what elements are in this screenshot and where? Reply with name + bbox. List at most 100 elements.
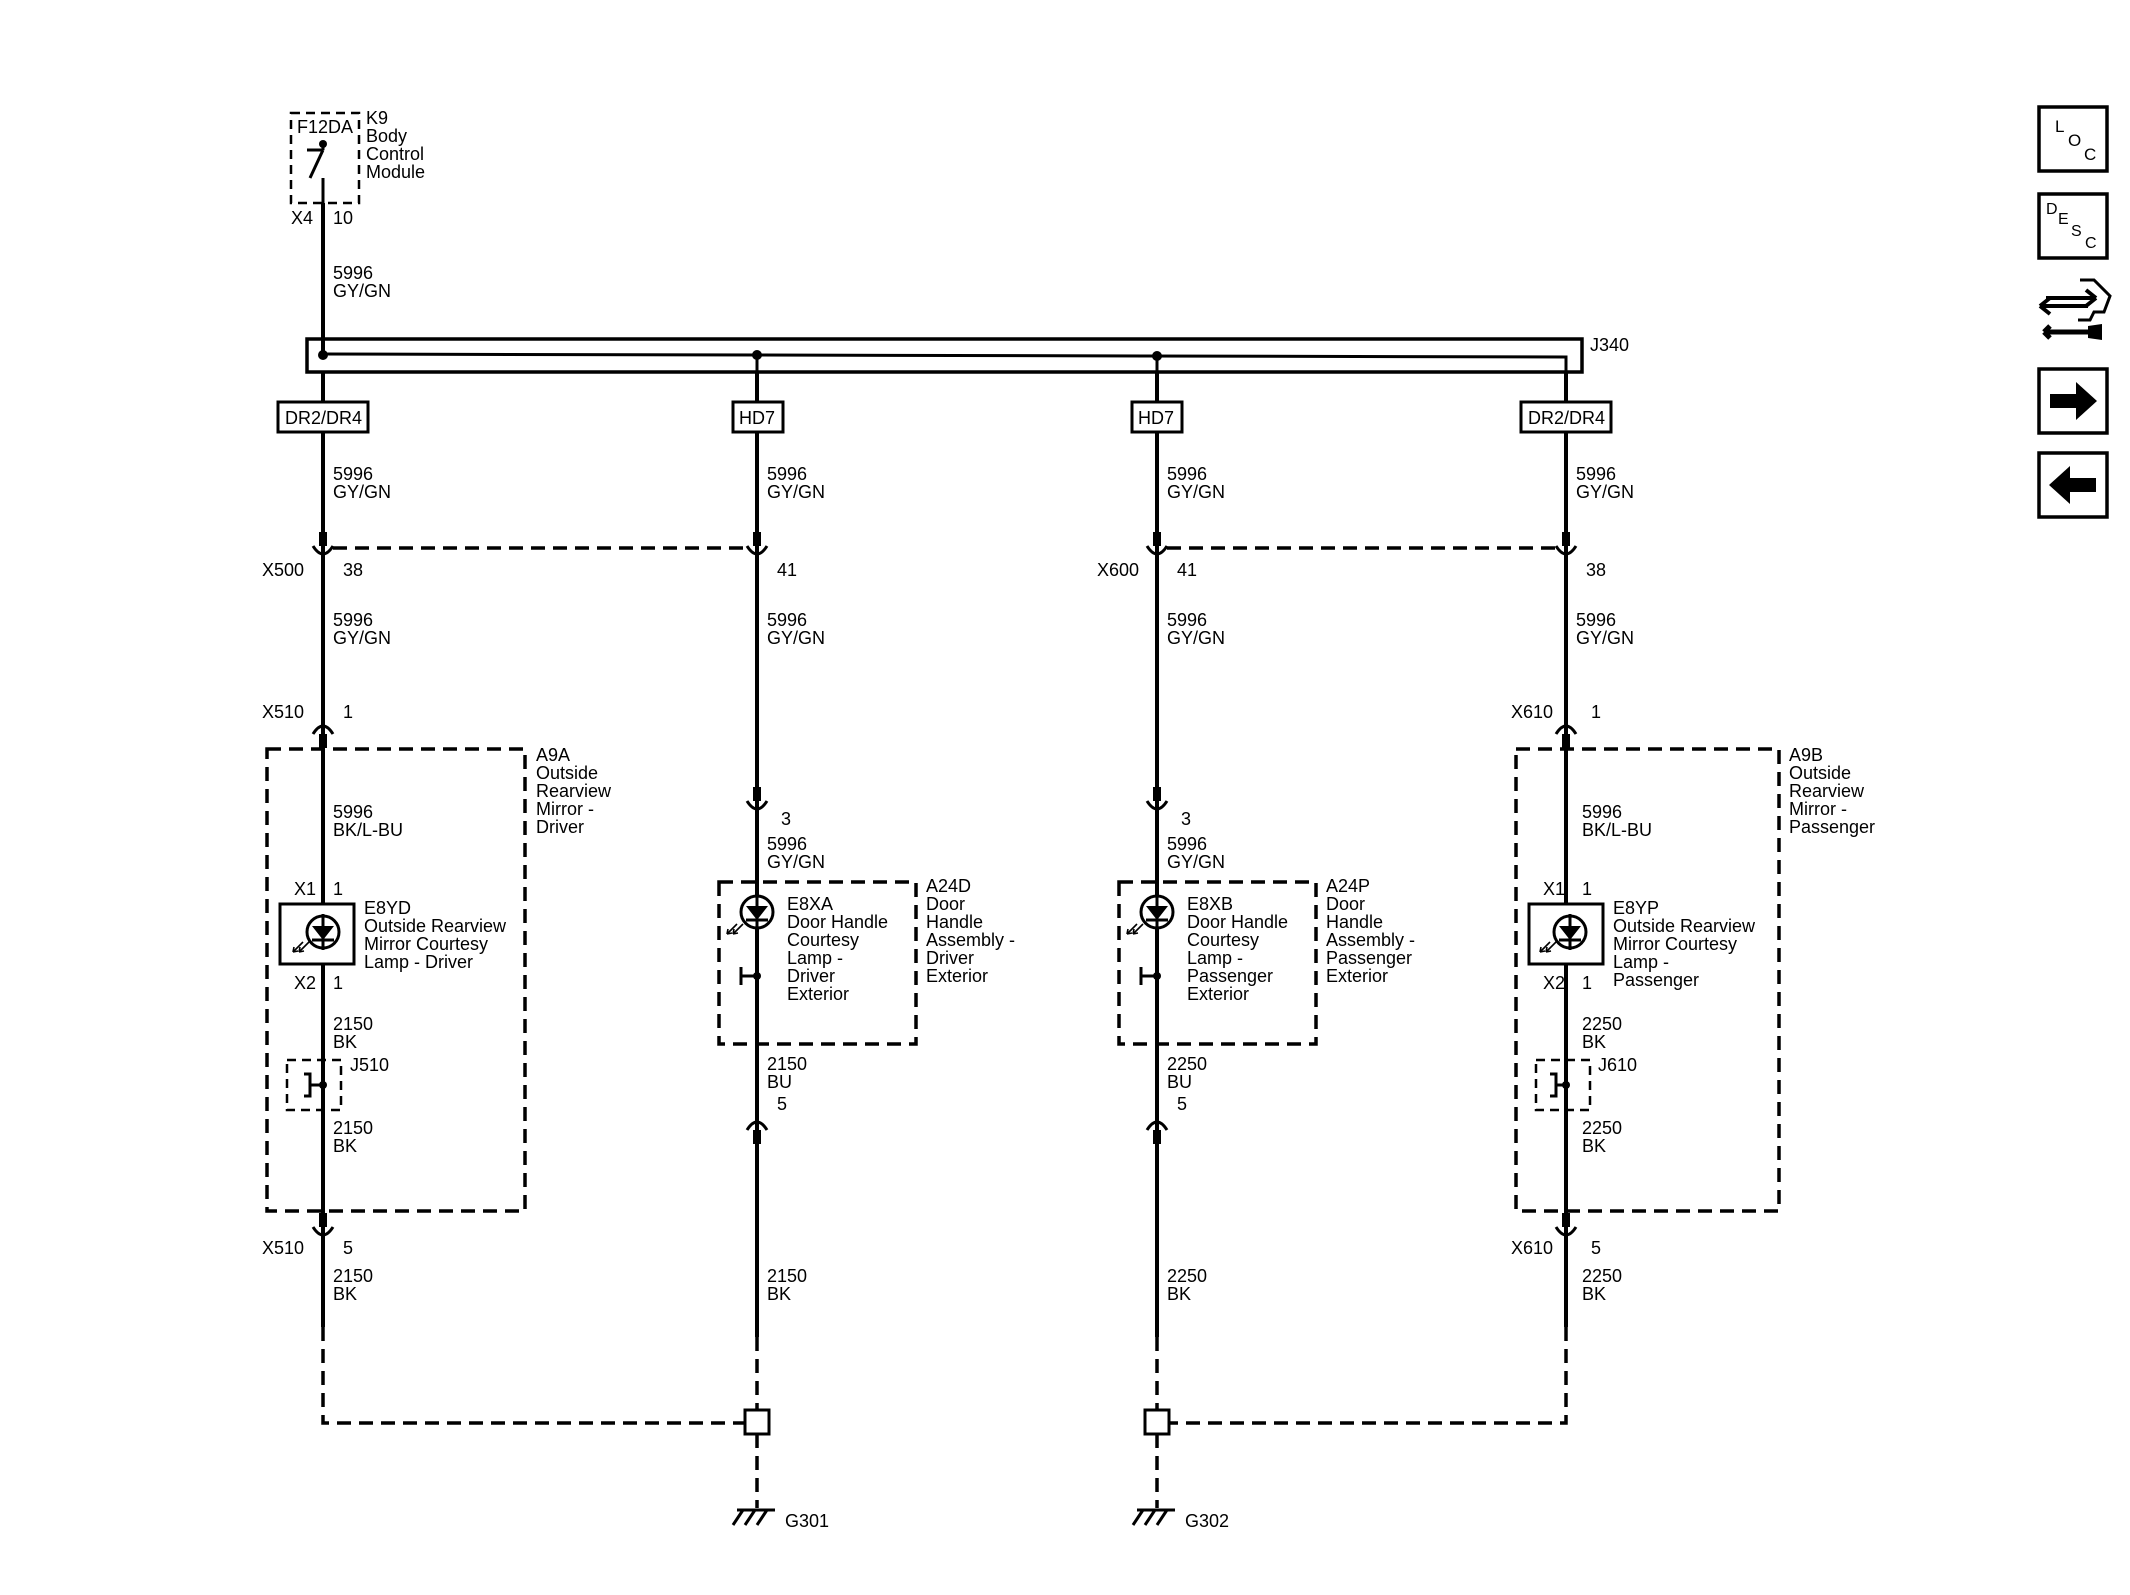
label-mirror-driver-name-0: Outside [536, 763, 598, 783]
label-mirror-driver-wire-in-1: BK/L-BU [333, 820, 403, 840]
label-inline-x600: X600 [1097, 560, 1139, 580]
ground-network: G301 G302 [321, 1327, 1568, 1531]
label-mirror-pass-lamp-x1-pin: 1 [1582, 879, 1592, 899]
label-handle-driver-name-3: Driver [926, 948, 974, 968]
module-connector: X4 [291, 208, 313, 228]
label-mirror-driver-wire-out-0: 2150 [333, 1266, 373, 1286]
label-wire-gygn-1: GY/GN [1576, 628, 1634, 648]
label-mirror-driver-pin-out: 5 [343, 1238, 353, 1258]
label-wire-gygn-1: GY/GN [767, 482, 825, 502]
label-mirror-driver-wire-lamp-0: 2150 [333, 1014, 373, 1034]
label-mirror-driver-lamp-x1-pin: 1 [333, 879, 343, 899]
loc-letter-c: C [2084, 145, 2096, 164]
label-handle-pass-wire-out-1: BK [1167, 1284, 1191, 1304]
label-handle-driver-lamp-name-2: Lamp - [787, 948, 843, 968]
connector-tool-icon[interactable] [2038, 278, 2112, 340]
label-mirror-driver-pin-in: 1 [343, 702, 353, 722]
door-handle-driver-assembly: 3 5996 GY/GN E8XA Door Handle Courtesy L… [717, 787, 1015, 1304]
label-mirror-pass-wire-lamp-0: 2250 [1582, 1014, 1622, 1034]
label-mirror-driver-lamp-ref: E8YD [364, 898, 411, 918]
label-wire-gygn-1: GY/GN [333, 628, 391, 648]
loc-letter-o: O [2068, 131, 2081, 150]
module-pin: 10 [333, 208, 353, 228]
label-mirror-driver-wire-out-1: BK [333, 1284, 357, 1304]
label-mirror-pass-name-1: Rearview [1789, 781, 1865, 801]
label-inline-x500: X500 [262, 560, 304, 580]
inline-connector-x600: X600 41 38 [1097, 532, 1606, 580]
label-handle-pass-lamp-ref: E8XB [1187, 894, 1233, 914]
harness-labels: DR2/DR4 HD7 HD7 DR2/DR4 [276, 400, 1613, 434]
label-mirror-pass-jsplice: J610 [1598, 1055, 1637, 1075]
label-mirror-pass-name-0: Outside [1789, 763, 1851, 783]
desc-letter-c: C [2085, 235, 2097, 252]
ground-label-g301: G301 [785, 1511, 829, 1531]
label-mirror-pass-lamp-name-3: Passenger [1613, 970, 1699, 990]
label-handle-driver-wire-in-1: GY/GN [767, 852, 825, 872]
label-mirror-driver-conn: X510 [262, 702, 304, 722]
label-handle-pass-ref: A24P [1326, 876, 1370, 896]
label-handle-pass-name-1: Handle [1326, 912, 1383, 932]
label-handle-pass-pin-out: 5 [1177, 1094, 1187, 1114]
label-handle-pass-lamp-name-2: Lamp - [1187, 948, 1243, 968]
label-mirror-pass-wire-in-0: 5996 [1582, 802, 1622, 822]
label-handle-pass-name-0: Door [1326, 894, 1365, 914]
label-handle-driver-lamp-name-1: Courtesy [787, 930, 859, 950]
label-mirror-pass-conn: X610 [1511, 702, 1553, 722]
label-handle-pass-name-4: Exterior [1326, 966, 1388, 986]
module-name-3: Module [366, 162, 425, 182]
label-mirror-pass-lamp-x1: X1 [1543, 879, 1565, 899]
door-handle-passenger-assembly: 3 5996 GY/GN E8XB Door Handle Courtesy L… [1117, 787, 1415, 1304]
desc-letter-e: E [2058, 211, 2069, 228]
label-handle-driver-wire-lamp-0: 2150 [767, 1054, 807, 1074]
label-mirror-driver-jsplice: J510 [350, 1055, 389, 1075]
label-handle-pass-wire-lamp-0: 2250 [1167, 1054, 1207, 1074]
harness-label-3: HD7 [1138, 408, 1174, 428]
label-mirror-driver-lamp-x2-pin: 1 [333, 973, 343, 993]
label-wire-gygn-1: GY/GN [767, 628, 825, 648]
label-handle-pass-lamp-name-4: Exterior [1187, 984, 1249, 1004]
label-wire-gygn-1: GY/GN [1167, 482, 1225, 502]
label-mirror-driver-conn: X510 [262, 1238, 304, 1258]
splice-label: J340 [1590, 335, 1629, 355]
label-mirror-driver-name-3: Driver [536, 817, 584, 837]
label-handle-pass-name-2: Assembly - [1326, 930, 1415, 950]
label-handle-pass-wire-out-0: 2250 [1167, 1266, 1207, 1286]
label-wire-gygn-0: 5996 [1576, 464, 1616, 484]
label-handle-driver-wire-in-0: 5996 [767, 834, 807, 854]
label-handle-driver-ref: A24D [926, 876, 971, 896]
label-mirror-pass-lamp-name-1: Mirror Courtesy [1613, 934, 1737, 954]
prev-page-button[interactable] [2037, 451, 2109, 519]
label-handle-pass-name-3: Passenger [1326, 948, 1412, 968]
next-page-button[interactable] [2037, 367, 2109, 435]
arrow-right-icon [2050, 382, 2097, 420]
label-mirror-pass-lamp-x2: X2 [1543, 973, 1565, 993]
label-handle-driver-lamp-name-4: Exterior [787, 984, 849, 1004]
label-wire-gygn-1: GY/GN [333, 482, 391, 502]
label-handle-driver-lamp-ref: E8XA [787, 894, 833, 914]
label-handle-driver-lamp-name-0: Door Handle [787, 912, 888, 932]
label-inline-x500-pin1: 38 [343, 560, 363, 580]
label-mirror-driver-lamp-x1: X1 [294, 879, 316, 899]
module-name-2: Control [366, 144, 424, 164]
label-mirror-pass-wire-out-1: BK [1582, 1284, 1606, 1304]
harness-label-1: DR2/DR4 [285, 408, 362, 428]
label-mirror-driver-name-2: Mirror - [536, 799, 594, 819]
label-mirror-driver-wire-in-0: 5996 [333, 802, 373, 822]
label-mirror-pass-wire-out-0: 2250 [1582, 1266, 1622, 1286]
loc-button[interactable]: L O C [2037, 105, 2109, 173]
label-mirror-pass-name-3: Passenger [1789, 817, 1875, 837]
label-wire-gygn-0: 5996 [1167, 610, 1207, 630]
label-mirror-driver-name-1: Rearview [536, 781, 612, 801]
label-wire-gygn-0: 5996 [1576, 610, 1616, 630]
label-mirror-pass-ref: A9B [1789, 745, 1823, 765]
label-mirror-driver-lamp-name-1: Mirror Courtesy [364, 934, 488, 954]
label-mirror-driver-ref: A9A [536, 745, 570, 765]
desc-letter-s: S [2071, 223, 2082, 240]
label-mirror-pass-wire-in-1: BK/L-BU [1582, 820, 1652, 840]
label-wire-gygn-0: 5996 [333, 610, 373, 630]
desc-button[interactable]: D E S C [2037, 192, 2109, 260]
inline-connector-x500: X500 38 41 [262, 532, 797, 580]
